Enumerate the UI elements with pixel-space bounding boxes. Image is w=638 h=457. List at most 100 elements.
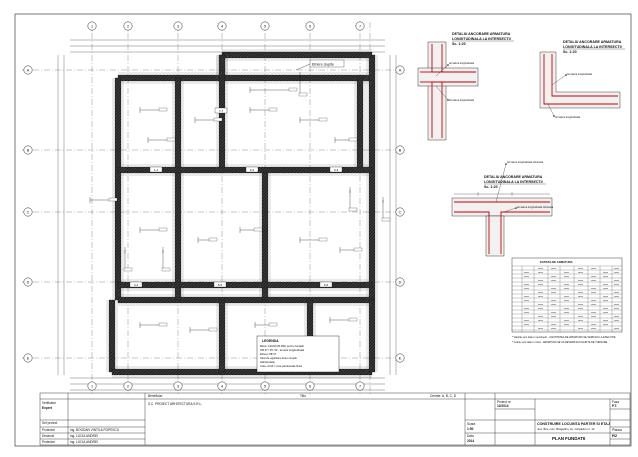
foundation-beam-15 <box>218 299 226 373</box>
section-mark-3-3: 3-3 <box>329 166 343 173</box>
detail-1: DETALIU ANCORARE ARMATURA LONGITUDINALA … <box>417 32 514 141</box>
section-mark-7-7: 7-7 <box>214 107 228 114</box>
section-mark-5-5: 5-5 <box>213 281 227 288</box>
rebar-leader-5 <box>299 117 328 123</box>
foundation-beams <box>106 49 378 378</box>
axis-bubble-top-1: 1 <box>87 21 97 31</box>
svg-text:E: E <box>399 356 402 360</box>
rebar-leader-8 <box>197 237 218 243</box>
tb-cerinte: Cerinte: A, B, C, D <box>430 394 457 398</box>
svg-text:A: A <box>399 68 402 72</box>
right-note-2: * Cotele sunt date in metri - ARMATURA S… <box>512 341 608 344</box>
axis-bubble-top-2: 2 <box>123 21 133 31</box>
detail-2-note-1: Armatura longitudinala <box>567 73 593 76</box>
axis-bubble-bottom-2: 2 <box>123 381 133 391</box>
axis-bubble-left-E: E <box>23 353 33 363</box>
top-dimension-lines <box>57 39 397 391</box>
detail-2-scale: Sc. 1:20 <box>563 50 577 54</box>
axis-bubble-top-6: 6 <box>305 21 315 31</box>
svg-text:1: 1 <box>91 24 93 28</box>
svg-text:7-7: 7-7 <box>219 109 224 113</box>
stirrup-label-top: Etriere ciupite <box>295 59 345 71</box>
axis-bubble-left-D: D <box>23 277 33 287</box>
detail-2-note-2: Armatura longitudinala <box>555 116 581 119</box>
tb-sheet-label: Plansa <box>612 428 622 432</box>
detail-1-note-1: Armatura longitudinala <box>449 62 475 65</box>
svg-text:2: 2 <box>127 24 129 28</box>
svg-text:B: B <box>399 148 402 152</box>
foundation-beam-17 <box>218 54 226 79</box>
legend-line-6: Cota +0.00 = cota pardoseala finita <box>260 364 302 368</box>
legend-line-3: Etriere OB 37 <box>260 352 277 356</box>
axis-bubble-bottom-5: 5 <box>260 381 270 391</box>
axis-bubble-top-3: 3 <box>173 21 183 31</box>
svg-text:C: C <box>399 210 402 214</box>
tb-sheet: R2 <box>612 433 618 438</box>
axis-bubble-right-B: B <box>395 145 405 155</box>
rebar-leader-3 <box>194 117 223 123</box>
rebar-leader-14 <box>254 322 278 328</box>
sheet-frame <box>14 13 632 447</box>
section-mark-4-4: 4-4 <box>129 281 143 288</box>
detail-3-title-a: DETALIU ANCORARE ARMATURA <box>484 175 543 179</box>
rebar-leader-11 <box>339 247 363 253</box>
svg-text:6-6: 6-6 <box>324 283 329 287</box>
svg-text:4: 4 <box>221 24 223 28</box>
detail-1-scale: Sc. 1:20 <box>452 42 466 46</box>
table-title: EXTRAS DE ARMATURA <box>540 260 573 264</box>
svg-text:E: E <box>27 356 30 360</box>
foundation-beam-3 <box>368 54 376 301</box>
detail-1-note-2: Armatura longitudinala <box>449 99 475 102</box>
svg-text:4: 4 <box>221 384 223 388</box>
tb-date: 2014 <box>467 439 475 443</box>
svg-text:7: 7 <box>359 24 361 28</box>
rebar-leader-21 <box>161 247 171 272</box>
axis-bubble-left-A: A <box>23 65 33 75</box>
rebar-leader-2 <box>147 137 176 143</box>
section-mark-2-2: 2-2 <box>245 166 259 173</box>
rebar-leader-15 <box>329 317 358 323</box>
axis-bubble-top-4: 4 <box>217 21 227 31</box>
tb-proj-no-label: Proiect nr. <box>497 400 512 404</box>
axis-bubble-top-7: 7 <box>355 21 365 31</box>
rebar-leader-7 <box>139 227 168 233</box>
detail-3-scale: Sc. 1:20 <box>484 185 498 189</box>
axis-bubble-bottom-6: 6 <box>305 381 315 391</box>
svg-text:1: 1 <box>91 384 93 388</box>
rebar-leader-19 <box>298 72 308 97</box>
axis-bubble-top-5: 5 <box>260 21 270 31</box>
rebar-leader-17 <box>381 197 391 222</box>
detail-3-title-b: LONGITUDINALA LA INTERSECTII <box>484 180 543 184</box>
rebar-leaders <box>89 72 391 333</box>
legend-line-5: Hidroizolatie <box>260 360 275 364</box>
tb-location: Jud. Ilfov, com. Bragadiru, str. Carpati… <box>537 427 595 431</box>
tb-phase-label: Faza <box>612 400 620 404</box>
svg-text:C: C <box>27 210 30 214</box>
tb-beneficiar: Beneficiar: <box>148 394 164 398</box>
tb-row-verificator: Verificator <box>42 401 57 405</box>
svg-text:5-5: 5-5 <box>218 283 223 287</box>
detail-1-title-a: DETALIU ANCORARE ARMATURA <box>452 32 511 36</box>
svg-text:A: A <box>27 68 30 72</box>
axis-bubble-right-A: A <box>395 65 405 75</box>
legend-line-4: Strat de egalizare beton simplu <box>260 356 298 360</box>
rebar-leader-13 <box>189 327 218 333</box>
detail-3-note-2: Armatura longitudinala inferioara <box>517 206 554 209</box>
table-grid <box>512 265 622 332</box>
svg-text:1-1: 1-1 <box>154 168 159 172</box>
tb-name-1: ing. BOGDAN VINTILA POPESCU <box>70 427 120 432</box>
tb-proiect-label: Titlu <box>300 394 306 398</box>
axis-bubble-left-C: C <box>23 207 33 217</box>
tb-name-2: ing. LUCIA ANDREI <box>70 433 98 438</box>
svg-text:2-2: 2-2 <box>250 168 255 172</box>
svg-text:D: D <box>399 280 402 284</box>
svg-text:3-3: 3-3 <box>334 168 339 172</box>
axis-bubble-right-D: D <box>395 277 405 287</box>
foundation-beam-6 <box>174 77 182 301</box>
detail-1-title-b: LONGITUDINALA LA INTERSECTII <box>452 37 511 41</box>
rebar-leader-22 <box>348 187 358 212</box>
tb-row-proiectat: Proiectat <box>42 427 55 432</box>
